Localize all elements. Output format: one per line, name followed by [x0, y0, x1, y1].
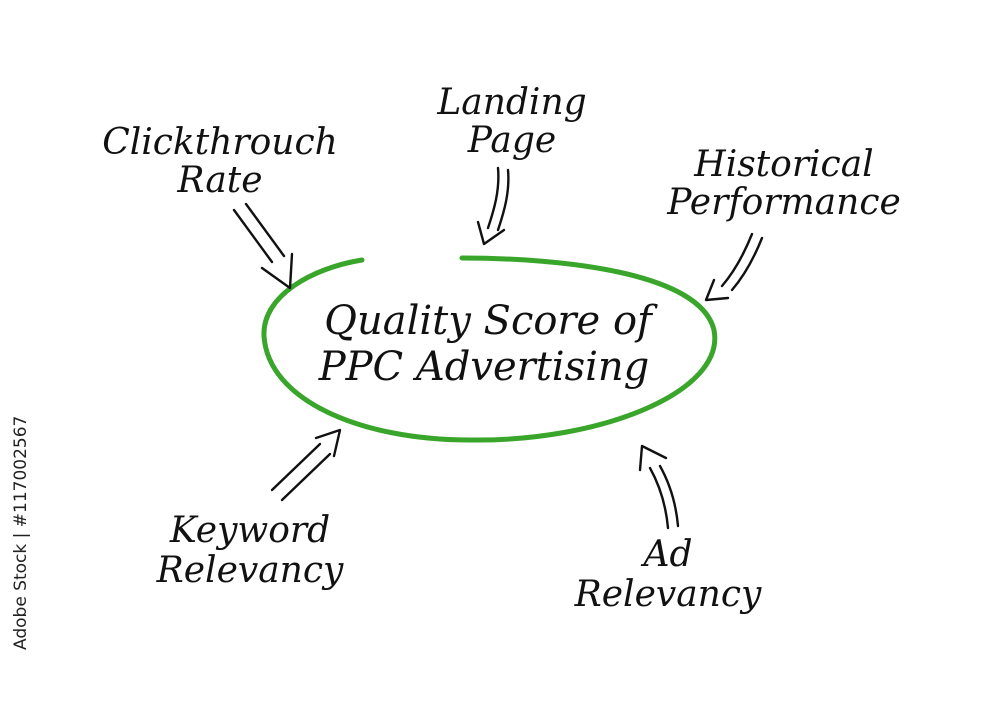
center-title-line2: PPC Advertising	[318, 344, 650, 390]
factor-keyword-line1: Keyword	[169, 510, 330, 551]
factor-clickthrough-line1: Clickthrouch	[102, 122, 338, 163]
center-ellipse	[261, 255, 718, 443]
arrow-landing	[476, 166, 510, 246]
factor-ad-line1: Ad	[640, 534, 692, 575]
arrow-keyword	[270, 428, 342, 502]
factor-historical-line2: Performance	[666, 182, 901, 223]
center-title-line1: Quality Score of	[324, 298, 658, 344]
arrow-clickthrough	[232, 202, 294, 290]
factor-historical-line1: Historical	[693, 144, 873, 185]
stock-id-text: Adobe Stock | #117002567	[11, 416, 31, 650]
factor-ad-line2: Relevancy	[574, 574, 762, 615]
factor-landing-line1: Landing	[436, 82, 586, 123]
arrow-ad	[638, 444, 680, 530]
arrow-historical	[704, 232, 764, 302]
factor-keyword-line2: Relevancy	[156, 550, 344, 591]
factor-clickthrough-line2: Rate	[176, 160, 262, 201]
factor-landing-line2: Page	[467, 120, 556, 161]
